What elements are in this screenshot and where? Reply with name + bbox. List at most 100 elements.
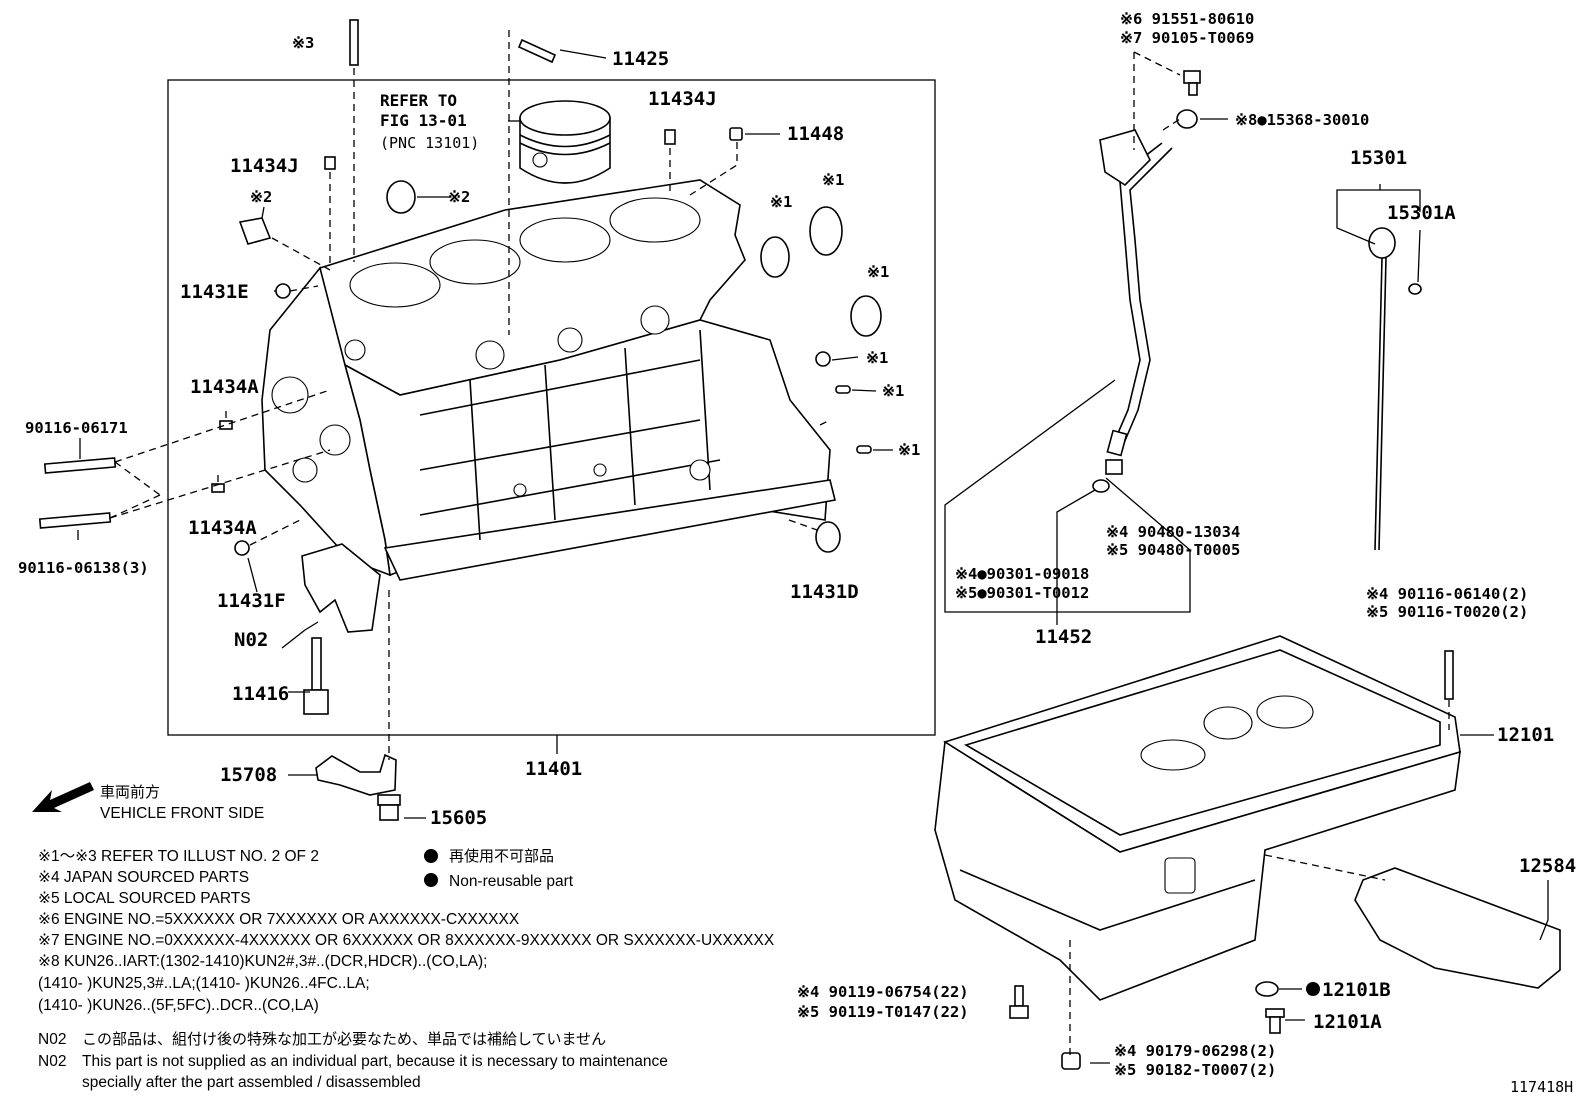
refer-line-3: (PNC 13101): [380, 134, 479, 152]
marker-2-bolt: ※2: [250, 188, 272, 206]
seal-11431E: [275, 283, 291, 299]
marker-1-a: ※1: [770, 193, 792, 211]
non-reusable-icon: [424, 849, 438, 863]
seal-11431F: [234, 540, 250, 556]
label-N02: N02: [234, 629, 268, 651]
block-assembly-frame: [167, 79, 936, 736]
label-12101B: 12101B: [1322, 979, 1391, 1001]
label-12101: 12101: [1497, 724, 1554, 746]
drain-cock-2: [238, 217, 272, 245]
bearing-cap-N02: [301, 543, 381, 633]
note-8: ※8 KUN26..IART:(1302-1410)KUN2#,3#..(DCR…: [38, 953, 487, 970]
legend-jp: 再使用不可部品: [449, 847, 554, 865]
label-11431E: 11431E: [180, 281, 249, 303]
drain-nut-line-2: ※5 90182-T0007(2): [1114, 1061, 1276, 1079]
stud-line-1: ※4 90116-06140(2): [1366, 585, 1528, 603]
marker-1-f: ※1: [898, 441, 920, 459]
pin-11448: [729, 127, 743, 141]
label-11448: 11448: [787, 123, 844, 145]
pin-11434A-top: [219, 420, 233, 430]
stud-90116-06140: [1444, 650, 1454, 700]
dipstick-bolt-line-1: ※6 91551-80610: [1120, 10, 1254, 28]
cylinder-block-drawing: [261, 179, 836, 581]
seal-11431D: [815, 521, 841, 553]
note-8c: (1410- )KUN26..(5F,5FC)..DCR..(CO,LA): [38, 997, 319, 1014]
gasket-b2: ※5●90301-T0012: [955, 584, 1089, 602]
gasket-b1: ※4●90301-09018: [955, 565, 1089, 583]
label-11434J-top: 11434J: [648, 88, 717, 110]
pin-11434J-left: [324, 156, 336, 170]
marker-1-c: ※1: [867, 263, 889, 281]
marker-1-e: ※1: [882, 382, 904, 400]
figure-number: 117418H: [1510, 1078, 1573, 1096]
note-N02-jp-label: N02: [38, 1031, 66, 1048]
label-15301: 15301: [1350, 147, 1407, 169]
dipstick-bolt: [1183, 70, 1201, 96]
front-label-jp: 車両前方: [100, 783, 160, 801]
plug-1-d: [815, 351, 831, 367]
label-90116-06171: 90116-06171: [25, 419, 128, 437]
dipstick-guide-drawing: [1099, 129, 1173, 457]
non-reusable-icon: [1306, 982, 1320, 996]
oring-90301: [1092, 479, 1110, 493]
oring-15301A: [1408, 283, 1422, 295]
note-N02-en-1: This part is not supplied as an individu…: [82, 1053, 668, 1070]
label-11416: 11416: [232, 683, 289, 705]
oilpan-bolt: [1009, 985, 1029, 1019]
nut-90179: [1061, 1052, 1081, 1070]
bracket-15708: [315, 753, 397, 796]
plug-1-b: [809, 206, 843, 256]
note-4: ※4 JAPAN SOURCED PARTS: [38, 869, 249, 886]
label-15708: 15708: [220, 764, 277, 786]
pin-1-e: [835, 385, 851, 394]
drain-plug-12101A: [1265, 1008, 1285, 1034]
marker-1-b: ※1: [822, 171, 844, 189]
bolt-11416: [303, 637, 329, 715]
oilpan-bolt-line-1: ※4 90119-06754(22): [797, 983, 969, 1001]
front-label-en: VEHICLE FRONT SIDE: [100, 805, 264, 822]
plug-1-a: [760, 236, 790, 278]
label-12584: 12584: [1519, 855, 1576, 877]
label-11401: 11401: [525, 758, 582, 780]
gasket-a1: ※4 90480-13034: [1106, 523, 1240, 541]
plug-2: [386, 180, 416, 214]
label-11452: 11452: [1035, 626, 1092, 648]
oil-pan-drawing: [934, 635, 1461, 1001]
label-11431F: 11431F: [217, 590, 286, 612]
legend-en: Non-reusable part: [449, 873, 574, 890]
label-11434A-bottom: 11434A: [188, 517, 257, 539]
stud-90116-06138: [38, 512, 112, 529]
note-7: ※7 ENGINE NO.=0XXXXXX-4XXXXXX OR 6XXXXXX…: [38, 932, 775, 949]
pin-11434J-top: [664, 129, 676, 145]
refer-line-1: REFER TO: [380, 91, 457, 110]
label-15605: 15605: [430, 807, 487, 829]
note-N02-jp: この部品は、組付け後の特殊な加工が必要なため、単品では補給していません: [82, 1030, 606, 1048]
label-11434A-top: 11434A: [190, 376, 259, 398]
plug-1-c: [850, 295, 882, 337]
label-11425: 11425: [612, 48, 669, 70]
label-11434J-left: 11434J: [230, 155, 299, 177]
note-5: ※5 LOCAL SOURCED PARTS: [38, 890, 251, 907]
note-6: ※6 ENGINE NO.=5XXXXXX OR 7XXXXXX OR AXXX…: [38, 911, 520, 928]
refer-line-2: FIG 13-01: [380, 111, 467, 130]
pin-1-f: [856, 445, 872, 454]
dowel-11425: [517, 38, 557, 64]
drain-nut-line-1: ※4 90179-06298(2): [1114, 1042, 1276, 1060]
note-N02-en-2: specially after the part assembled / dis…: [82, 1074, 421, 1091]
gasket-a2: ※5 90480-T0005: [1106, 541, 1240, 559]
leader-lines: [77, 30, 1549, 1064]
oilpan-bolt-line-2: ※5 90119-T0147(22): [797, 1003, 969, 1021]
note-N02-en-label: N02: [38, 1053, 66, 1070]
guide-seal-label: ※8●15368-30010: [1235, 111, 1369, 129]
nipple-90480: [1105, 459, 1123, 475]
guide-seal: [1176, 109, 1198, 129]
stud-line-2: ※5 90116-T0020(2): [1366, 603, 1528, 621]
nozzle-15605: [377, 794, 401, 821]
label-12101A: 12101A: [1313, 1011, 1382, 1033]
note-8b: (1410- )KUN25,3#..LA;(1410- )KUN26..4FC.…: [38, 975, 370, 992]
label-11431D: 11431D: [790, 581, 859, 603]
label-15301A: 15301A: [1387, 202, 1456, 224]
marker-3: ※3: [292, 34, 314, 52]
oil-level-gauge: [1368, 227, 1396, 551]
